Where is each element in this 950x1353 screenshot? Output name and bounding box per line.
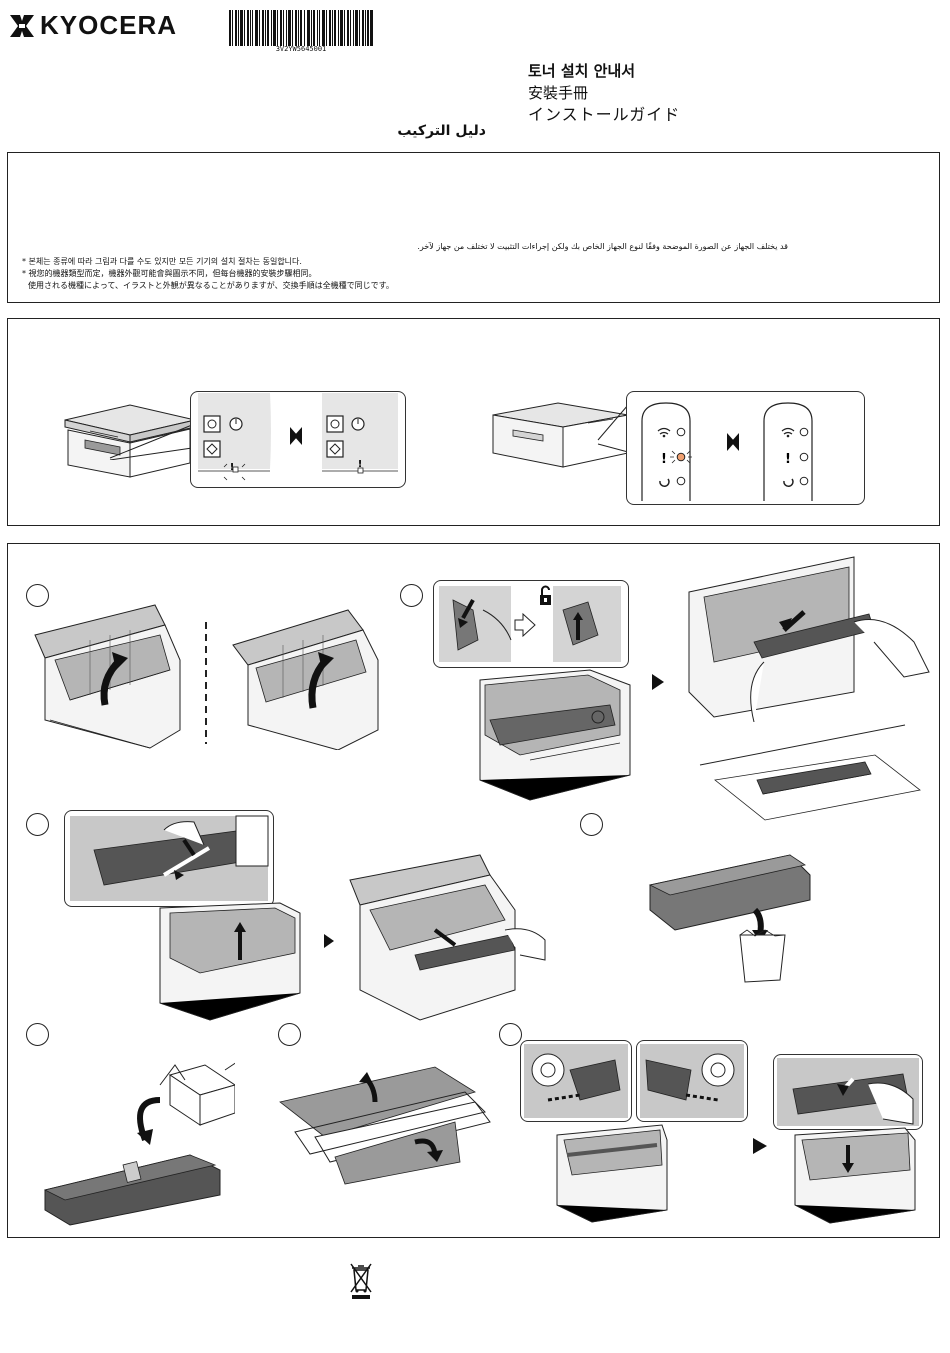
step-4-marker [580, 813, 603, 836]
step-3-printer [159, 902, 301, 1021]
note-chinese: * 視您的機器類型而定，機器外觀可能會與圖示不同，但每台機器的安裝步驟相同。 [22, 269, 317, 278]
step-2-printer-open [479, 669, 631, 801]
double-diamond-icon [290, 427, 302, 445]
step-7-marker [499, 1023, 522, 1046]
step-4-dispose [648, 854, 811, 983]
step-7-detail-right-graphics [640, 1044, 744, 1118]
title-block: 토너 설치 안내서 安裝手冊 インストールガイド [528, 60, 680, 126]
svg-text:!: ! [661, 452, 667, 467]
double-diamond-icon [727, 433, 739, 451]
triangle-right-icon [652, 674, 664, 690]
dashed-divider [205, 622, 207, 744]
title-chinese: 安裝手冊 [528, 84, 589, 102]
title-korean: 토너 설치 안내서 [528, 62, 636, 80]
mfp-printer-illustration [64, 404, 196, 478]
step-3-insert [349, 854, 546, 1021]
callout-line-2 [597, 404, 629, 453]
printer-panel-graphics: ! ! [641, 402, 813, 501]
title-arabic: دليل التركيب [397, 123, 486, 139]
step-2-drum-on-paper [699, 724, 921, 821]
step-3-detail-graphics [70, 815, 269, 901]
step-7-final-detail-graphics [777, 1058, 919, 1126]
step-3-marker [26, 813, 49, 836]
note-japanese: 使用される機種によって、イラストと外観が異なることがありますが、交換手順は全機種… [28, 281, 394, 290]
step-5-marker [26, 1023, 49, 1046]
barcode-number: 3V2YW5645001 [275, 45, 327, 53]
step-1-open-cover-printer [232, 609, 379, 750]
steps-box [7, 543, 940, 1238]
mfp-panel-graphics: ! ! [198, 393, 398, 481]
step-7-final-printer [794, 1127, 916, 1224]
note-arabic: قد يختلف الجهاز عن الصورة الموضحة وفقًا … [417, 242, 788, 251]
step-2-lock-graphics [439, 585, 621, 662]
indicator-box [7, 318, 940, 526]
step-6-marker [278, 1023, 301, 1046]
step-2-marker [400, 584, 423, 607]
kyocera-logo: KYOCERA [8, 10, 177, 41]
kyocera-logo-icon [10, 14, 34, 37]
barcode [229, 10, 373, 46]
callout-line [109, 424, 193, 460]
step-2-remove-drum [688, 556, 930, 722]
note-korean: * 본체는 종류에 따라 그림과 다를 수도 있지만 모든 기기의 설치 절차는… [22, 257, 302, 266]
step-7-detail-left-graphics [524, 1044, 628, 1118]
padlock-open-icon [540, 585, 551, 605]
triangle-right-icon [324, 934, 334, 948]
title-japanese: インストールガイド [528, 105, 681, 124]
step-6-remove-sheet [279, 1066, 491, 1185]
svg-text:!: ! [785, 452, 791, 467]
step-1-marker [26, 584, 49, 607]
crossed-out-bin-icon [350, 1263, 372, 1299]
triangle-right-icon [753, 1138, 767, 1154]
step-7-printer [556, 1124, 668, 1223]
brand-name: KYOCERA [40, 10, 178, 40]
step-5-unpack [43, 1062, 235, 1226]
notes-box [7, 152, 940, 303]
step-1-open-cover-mfp [34, 604, 181, 749]
svg-text:!: ! [230, 462, 235, 473]
svg-text:!: ! [358, 459, 363, 470]
